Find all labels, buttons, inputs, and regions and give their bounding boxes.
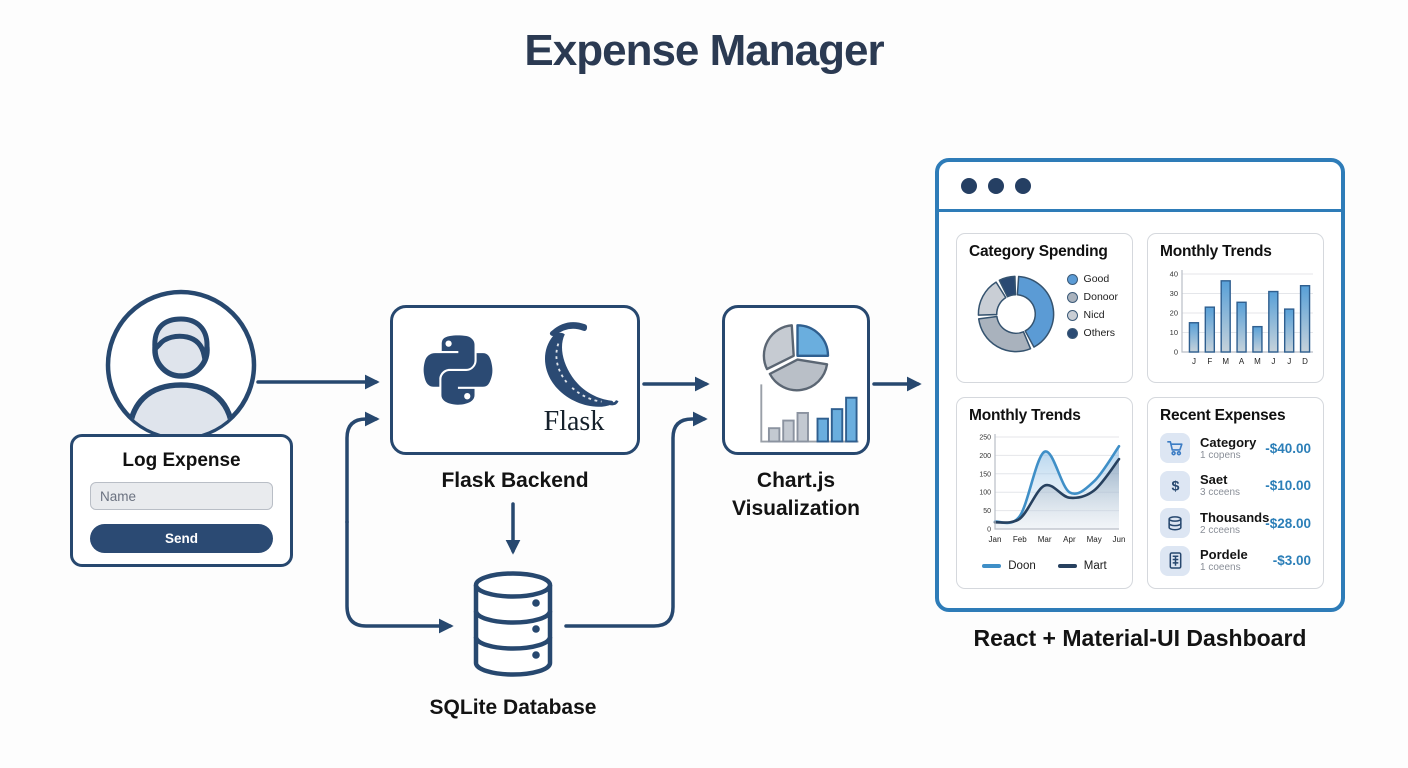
chartjs-label: Chart.js Visualization (732, 469, 860, 520)
svg-text:$: $ (1171, 478, 1179, 494)
svg-text:D: D (1302, 357, 1308, 366)
dashboard-content: Category Spending Good Donoor (939, 212, 1341, 608)
svg-text:F: F (1207, 357, 1212, 366)
cart-icon (1160, 433, 1190, 463)
legend-item: Doon (982, 560, 1036, 572)
svg-text:A: A (1239, 357, 1245, 366)
window-control-dot (988, 177, 1004, 194)
svg-text:50: 50 (983, 508, 991, 515)
sqlite-database-icon (463, 570, 563, 680)
expense-row: $ Saet 3 cceens -$10.00 (1160, 470, 1311, 501)
legend-swatch (1066, 291, 1078, 303)
legend-swatch (1066, 309, 1078, 321)
receipt-icon (1160, 545, 1190, 576)
svg-text:Jun: Jun (1113, 535, 1126, 544)
svg-text:Feb: Feb (1013, 535, 1027, 544)
legend-line-swatch (1057, 564, 1077, 568)
svg-text:Apr: Apr (1063, 535, 1076, 544)
coins-icon (1160, 508, 1190, 538)
svg-text:Jan: Jan (989, 535, 1002, 544)
browser-title-bar (939, 162, 1341, 212)
expense-amount: -$10.00 (1265, 478, 1311, 493)
recent-expenses-panel: Recent Expenses Category 1 copens (1147, 397, 1324, 589)
flask-wordmark: Flask (543, 406, 605, 437)
svg-text:20: 20 (1170, 309, 1178, 318)
svg-text:10: 10 (1170, 328, 1178, 337)
legend-line-swatch (982, 564, 1002, 568)
expense-row: Pordele 1 coeens -$3.00 (1160, 545, 1311, 576)
legend-item: Others (1066, 327, 1118, 339)
flask-horn-icon (544, 322, 619, 407)
panel-title: Recent Expenses (1160, 407, 1286, 424)
flask-backend-node: Flask (390, 305, 640, 455)
svg-text:150: 150 (979, 471, 991, 478)
legend-item: Nicd (1066, 309, 1118, 321)
legend-item: Mart (1057, 560, 1107, 572)
svg-text:J: J (1271, 357, 1275, 366)
svg-text:Mar: Mar (1038, 535, 1052, 544)
expense-amount: -$40.00 (1265, 440, 1311, 456)
svg-text:40: 40 (1170, 270, 1178, 279)
window-control-dot (961, 177, 977, 194)
category-spending-panel: Category Spending Good Donoor (956, 233, 1133, 383)
arrow-loop-to-flask (345, 411, 380, 524)
svg-text:100: 100 (979, 490, 991, 497)
expense-amount: -$3.00 (1272, 553, 1311, 568)
log-expense-card: Log Expense Send (70, 434, 293, 567)
dollar-icon: $ (1160, 470, 1190, 501)
dashboard-browser-window: Category Spending Good Donoor (935, 158, 1345, 612)
panel-title: Monthly Trends (1160, 243, 1272, 260)
legend-item: Donoor (1066, 291, 1118, 303)
svg-text:J: J (1287, 357, 1291, 366)
python-logo-icon (423, 335, 493, 405)
category-donut-chart (977, 275, 1055, 353)
sqlite-label: SQLite Database (429, 696, 597, 719)
arrow-loop-to-sqlite (345, 520, 454, 634)
window-control-dot (1015, 177, 1031, 194)
svg-text:0: 0 (1174, 348, 1178, 357)
page-title: Expense Manager (524, 26, 884, 75)
svg-text:M: M (1254, 357, 1261, 366)
expense-row: Category 1 copens -$40.00 (1160, 433, 1311, 463)
name-input[interactable] (90, 482, 273, 510)
expense-list: Category 1 copens -$40.00 $ Saet (1160, 433, 1311, 576)
legend-swatch (1066, 327, 1078, 339)
svg-text:250: 250 (979, 435, 991, 442)
flask-backend-label: Flask Backend (441, 469, 589, 492)
user-avatar-icon (103, 287, 259, 443)
svg-text:0: 0 (987, 527, 991, 534)
chartjs-icon (760, 324, 859, 443)
expense-row: Thousands 2 cceens -$28.00 (1160, 508, 1311, 538)
svg-text:M: M (1222, 357, 1229, 366)
svg-text:May: May (1087, 535, 1102, 544)
panel-title: Category Spending (969, 243, 1108, 260)
send-button[interactable]: Send (90, 524, 273, 553)
expense-amount: -$28.00 (1265, 515, 1311, 531)
panel-title: Monthly Trends (969, 407, 1081, 424)
svg-text:30: 30 (1170, 289, 1178, 298)
svg-text:200: 200 (979, 453, 991, 460)
legend-item: Good (1066, 273, 1118, 285)
svg-text:J: J (1192, 357, 1196, 366)
donut-legend: Good Donoor Nicd Others (1066, 273, 1118, 339)
chartjs-node (722, 305, 870, 455)
log-expense-title: Log Expense (122, 450, 241, 471)
area-chart-legend: Doon Mart (969, 560, 1120, 572)
dashboard-label: React + Material-UI Dashboard (973, 625, 1307, 651)
legend-swatch (1066, 273, 1078, 285)
